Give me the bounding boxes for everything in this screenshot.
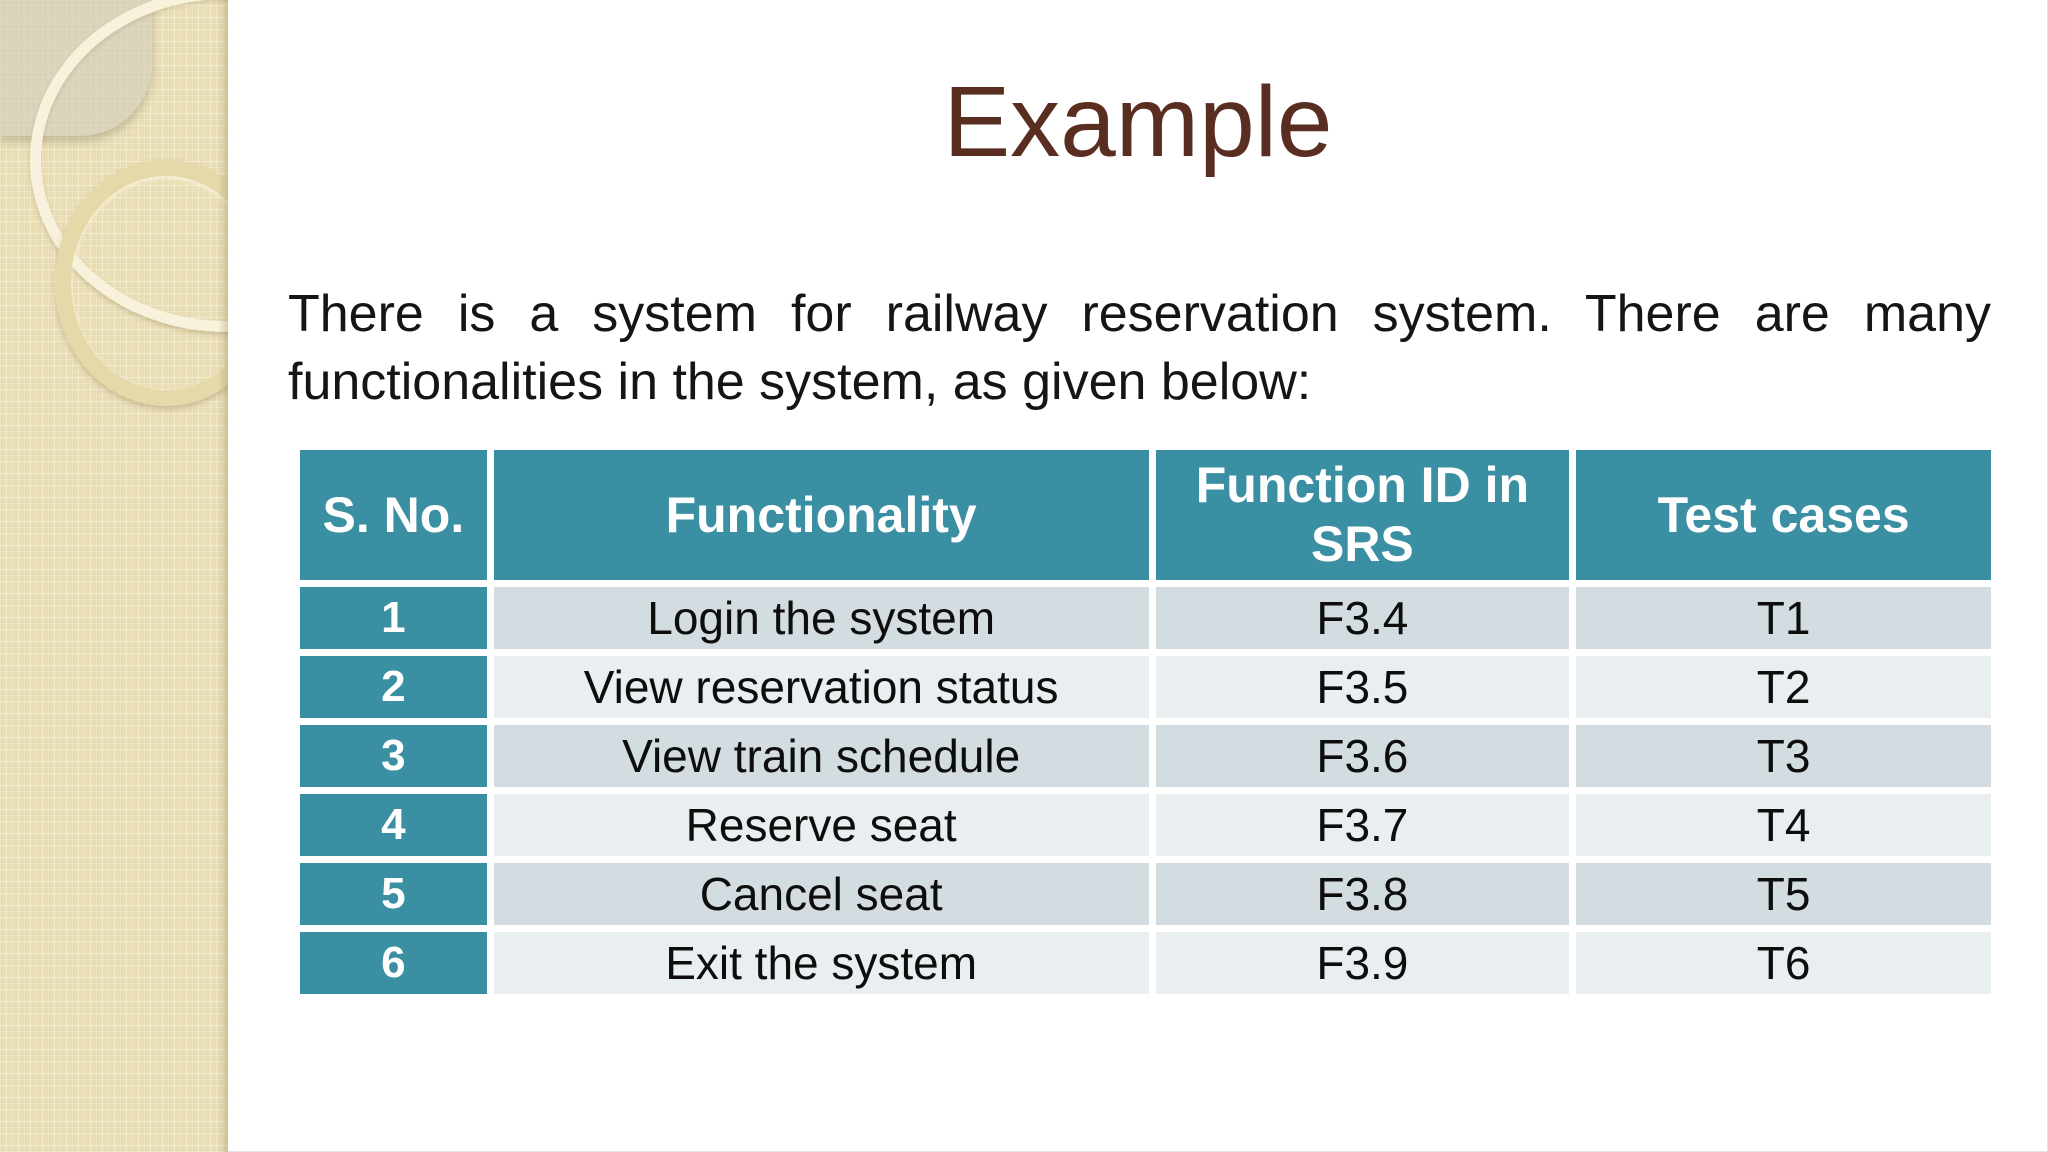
table-header-row: S. No. Functionality Function ID in SRS … [300,450,1991,580]
cell-sno: 1 [300,587,487,649]
cell-test-case: T4 [1576,794,1991,856]
table-row: 2 View reservation status F3.5 T2 [300,656,1991,718]
cell-functionality: Exit the system [493,932,1149,994]
cell-function-id: F3.5 [1155,656,1570,718]
cell-functionality: Login the system [493,587,1149,649]
cell-test-case: T5 [1576,863,1991,925]
table-row: 5 Cancel seat F3.8 T5 [300,863,1991,925]
cell-sno: 5 [300,863,487,925]
header-sno: S. No. [300,450,487,580]
cell-test-case: T2 [1576,656,1991,718]
body-paragraph-line-2: functionalities in the system, as given … [288,353,1312,412]
cell-sno: 2 [300,656,487,718]
header-function-id: Function ID in SRS [1155,450,1570,580]
cell-function-id: F3.7 [1155,794,1570,856]
cell-sno: 6 [300,932,487,994]
table-row: 3 View train schedule F3.6 T3 [300,725,1991,787]
cell-test-case: T6 [1576,932,1991,994]
cell-function-id: F3.8 [1155,863,1570,925]
slide-content: Example There is a system for railway re… [228,0,2048,1152]
cell-function-id: F3.9 [1155,932,1570,994]
slide-title: Example [943,66,1333,178]
body-paragraph: There is a system for railway reservatio… [288,280,1991,416]
table-row: 6 Exit the system F3.9 T6 [300,932,1991,994]
cell-functionality: Reserve seat [493,794,1149,856]
cell-functionality: View train schedule [493,725,1149,787]
cell-function-id: F3.6 [1155,725,1570,787]
header-test-cases: Test cases [1576,450,1991,580]
cell-sno: 3 [300,725,487,787]
cell-sno: 4 [300,794,487,856]
header-functionality: Functionality [493,450,1149,580]
body-paragraph-line-1: There is a system for railway reservatio… [288,285,1991,343]
cell-function-id: F3.4 [1155,587,1570,649]
decorative-sidebar [0,0,228,1152]
cell-test-case: T1 [1576,587,1991,649]
cell-test-case: T3 [1576,725,1991,787]
cell-functionality: View reservation status [493,656,1149,718]
functionality-table: S. No. Functionality Function ID in SRS … [293,443,1998,1001]
table-row: 1 Login the system F3.4 T1 [300,587,1991,649]
table-row: 4 Reserve seat F3.7 T4 [300,794,1991,856]
cell-functionality: Cancel seat [493,863,1149,925]
